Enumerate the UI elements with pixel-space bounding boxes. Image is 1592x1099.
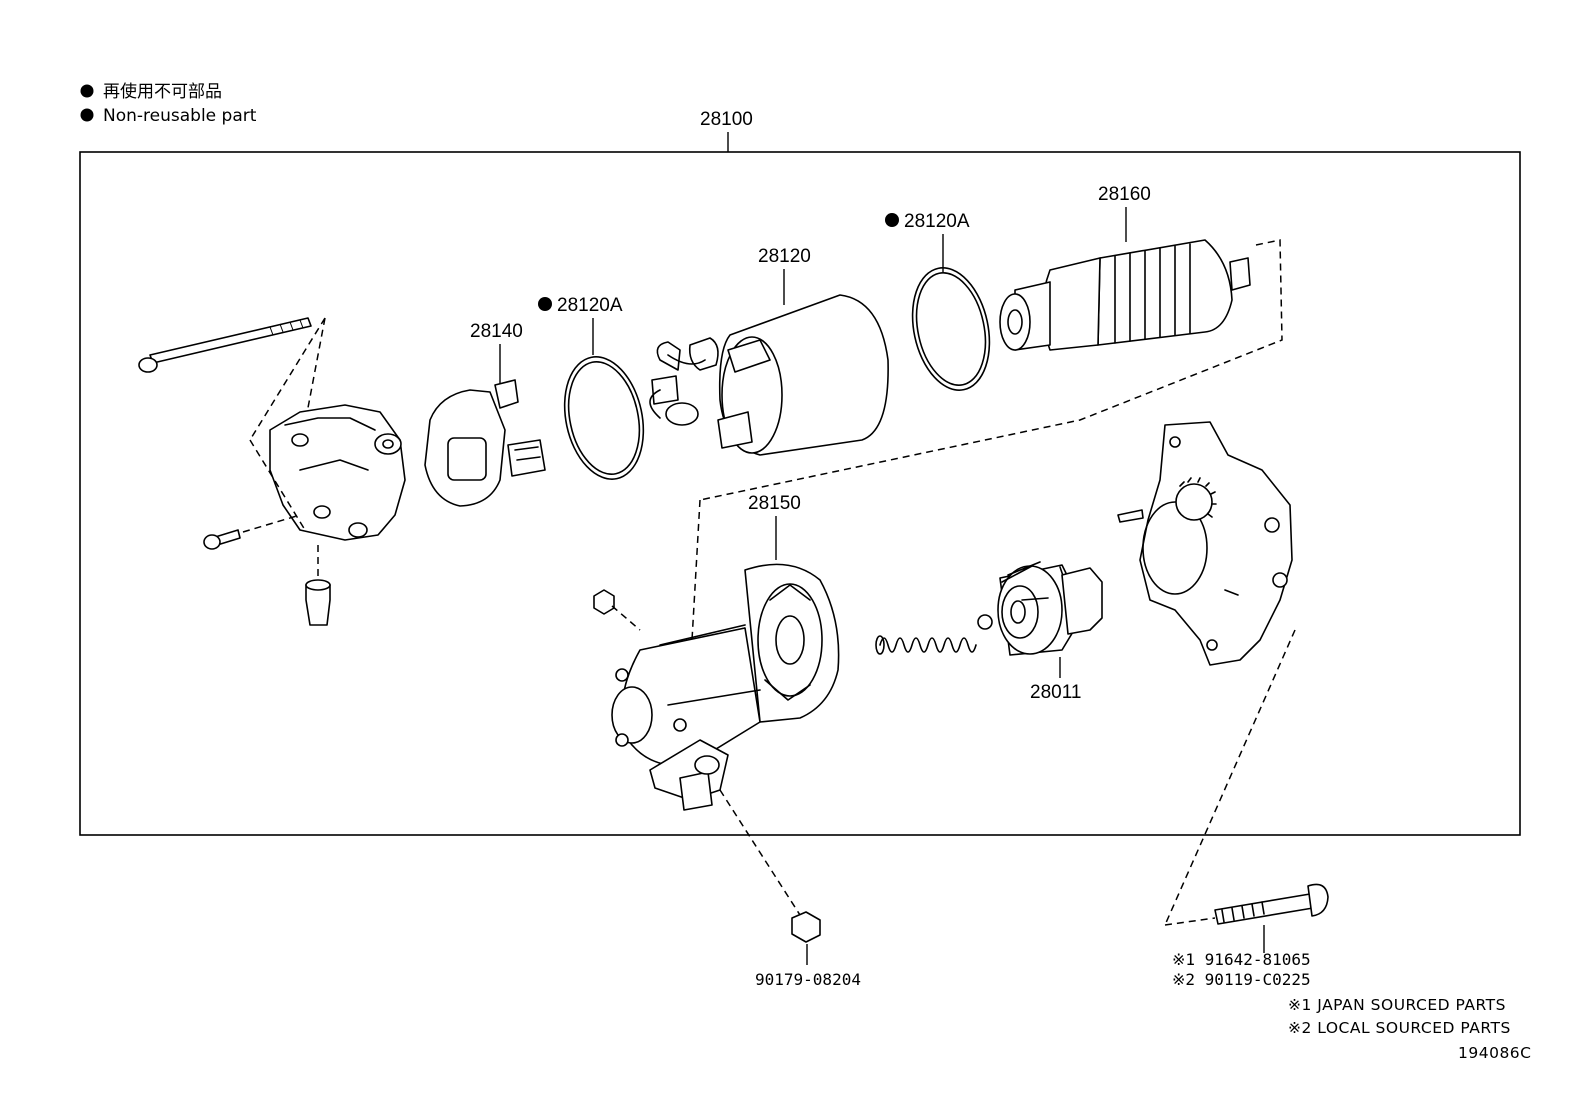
small-screw — [203, 514, 301, 550]
label-28120a-left[interactable]: 28120A — [557, 295, 623, 316]
label-90179-08204[interactable]: 90179-08204 — [755, 970, 861, 989]
legend: 再使用不可部品 Non-reusable part — [80, 81, 257, 126]
terminal-grommet — [305, 545, 331, 626]
assembly-28100: 28100 — [79, 109, 1521, 836]
non-reusable-bullet-icon — [80, 84, 94, 98]
mounting-bolt: ※1 91642-81065 ※2 90119-C0225 — [1164, 883, 1329, 989]
label-28120[interactable]: 28120 — [758, 246, 811, 267]
figure-code: 194086C — [1458, 1044, 1532, 1062]
armature-28160: 28160 — [699, 184, 1283, 501]
non-reusable-bullet-icon — [538, 297, 552, 311]
housing-nut — [593, 589, 641, 631]
label-bolt-local[interactable]: ※2 90119-C0225 — [1172, 970, 1311, 989]
o-ring-left: 28120A — [538, 295, 645, 480]
yoke-28120: 28120 — [649, 246, 889, 456]
non-reusable-bullet-icon — [80, 108, 94, 122]
note-local-sourced: ※2 LOCAL SOURCED PARTS — [1288, 1019, 1511, 1037]
note-japan-sourced: ※1 JAPAN SOURCED PARTS — [1288, 996, 1506, 1014]
label-28150[interactable]: 28150 — [748, 493, 801, 514]
label-bolt-japan[interactable]: ※1 91642-81065 — [1172, 950, 1311, 969]
drive-housing — [1021, 421, 1296, 926]
assembly-frame — [79, 151, 1521, 836]
label-28160[interactable]: 28160 — [1098, 184, 1151, 205]
label-28140[interactable]: 28140 — [470, 321, 523, 342]
housing-28150: 28150 — [611, 493, 840, 811]
brush-holder-28140: 28140 — [424, 321, 546, 507]
legend-japanese: 再使用不可部品 — [103, 81, 222, 102]
non-reusable-bullet-icon — [885, 213, 899, 227]
label-28011[interactable]: 28011 — [1030, 682, 1081, 703]
clutch-28011: 28011 — [997, 561, 1103, 703]
commutator-end-frame — [249, 404, 406, 541]
return-spring — [875, 614, 993, 655]
nut-90179-08204: 90179-08204 — [719, 789, 861, 989]
assembly-label[interactable]: 28100 — [700, 109, 753, 130]
legend-english: Non-reusable part — [103, 106, 257, 126]
label-28120a-top[interactable]: 28120A — [904, 211, 970, 232]
sourcing-notes: ※1 JAPAN SOURCED PARTS ※2 LOCAL SOURCED … — [1288, 996, 1532, 1062]
o-ring-right: 28120A — [885, 211, 991, 391]
